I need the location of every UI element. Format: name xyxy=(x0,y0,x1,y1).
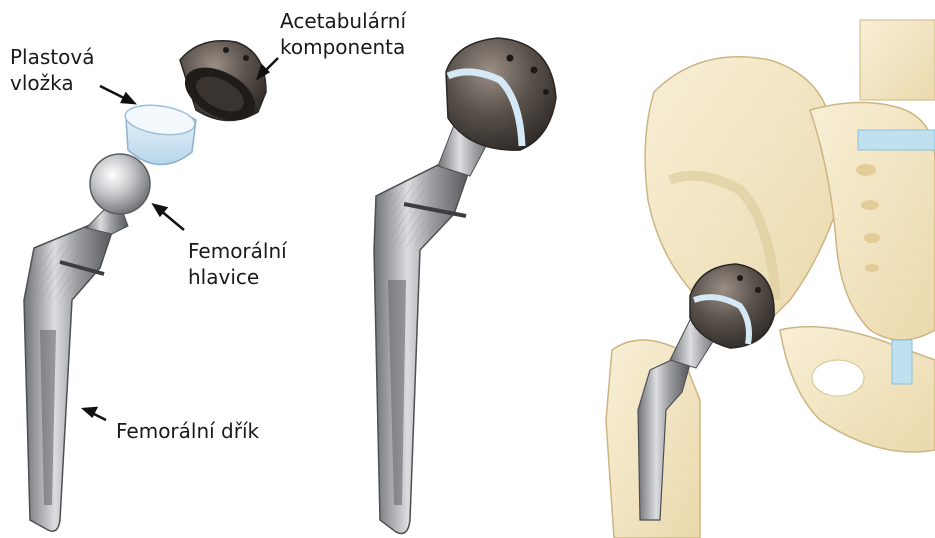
label-liner-line2: vložka xyxy=(10,70,94,96)
label-femoral-head: Femorální hlavice xyxy=(188,238,287,290)
label-femoral-stem: Femorální dřík xyxy=(116,418,259,444)
label-plastic-liner: Plastová vložka xyxy=(10,44,94,96)
femoral-stem-exploded xyxy=(24,210,128,531)
pelvis-with-implant xyxy=(606,20,935,538)
femoral-head-exploded xyxy=(90,154,150,214)
label-acetabular-line1: Acetabulární xyxy=(280,8,406,34)
label-acetabular-line2: komponenta xyxy=(280,34,406,60)
label-stem-line1: Femorální dřík xyxy=(116,418,259,444)
label-head-line1: Femorální xyxy=(188,238,287,264)
label-head-line2: hlavice xyxy=(188,264,287,290)
assembled-implant xyxy=(374,38,556,534)
plastic-liner-exploded xyxy=(123,101,196,164)
label-acetabular-component: Acetabulární komponenta xyxy=(280,8,406,60)
label-liner-line1: Plastová xyxy=(10,44,94,70)
